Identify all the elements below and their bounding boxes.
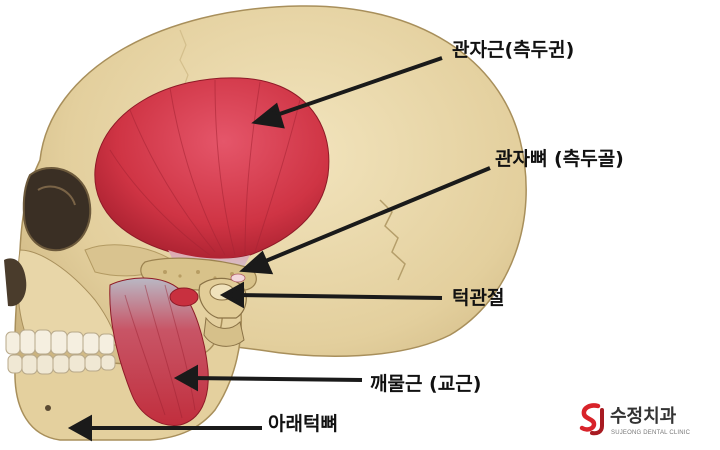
sj-logo-mark [579,403,604,436]
label-masseter: 깨물근 (교근) [370,373,482,395]
clinic-logo: 수정치과 SUJEONG DENTAL CLINIC [578,402,708,442]
nasal-cavity [4,258,27,307]
label-mandible: 아래턱뼈 [268,413,338,435]
joint-muscle [169,287,199,307]
label-temporalis: 관자근(측두귄) [452,39,575,61]
arrow-temporalis [267,56,443,120]
callout-arrows [67,56,491,442]
arrow-masseter [189,376,363,382]
label-tmj: 턱관절 [452,287,505,309]
lower-teeth [7,354,116,375]
suture-line [379,199,406,281]
clinic-subtitle: SUJEONG DENTAL CLINIC [611,430,691,436]
label-temporal-bone: 관자뼈 (측두골) [495,148,624,170]
upper-teeth [5,329,115,355]
eye-orbit [22,166,92,252]
clinic-name: 수정치과 [610,406,677,427]
arrow-tmj [235,293,443,300]
arrow-temporal-bone [255,166,491,267]
